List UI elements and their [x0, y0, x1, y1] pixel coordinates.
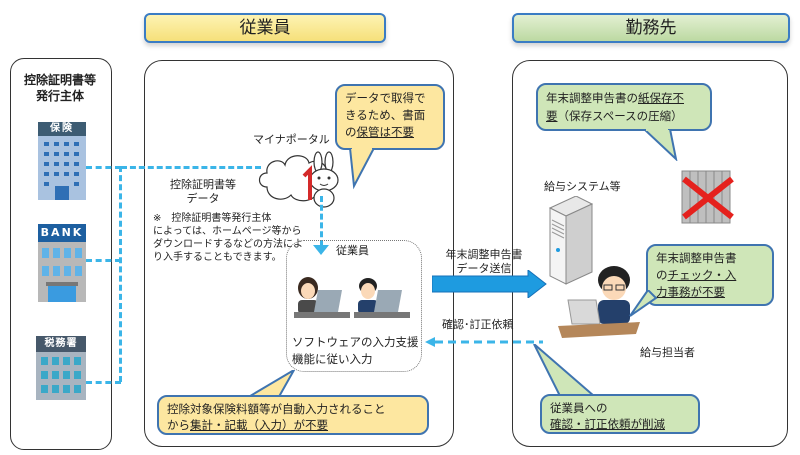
request-reduced-line1: 従業員への	[550, 401, 608, 415]
check-input-unneeded-bubble: 年末調整申告書 のチェック・入 力事務が不要	[646, 244, 774, 306]
note-line4: り入手することもできます。	[153, 252, 282, 263]
request-reduced-line2: 確認・訂正依頼が削減	[550, 417, 665, 431]
work-top-bubble-tail	[642, 129, 678, 161]
request-arrow-icon	[425, 337, 543, 347]
check-bubble-tail	[629, 290, 658, 317]
check-line2-plain: の	[656, 268, 668, 282]
tax-office-sign: 税務署	[36, 336, 86, 352]
employees-group	[286, 240, 422, 372]
request-label: 確認･訂正依頼	[442, 318, 514, 331]
deduction-data-label: 控除証明書等 データ	[158, 178, 248, 206]
employees-label: 従業員	[336, 244, 369, 257]
note-line1: ※ 控除証明書等発行主体	[153, 213, 272, 224]
auto-input-line1: 控除対象保険料額等が自動入力されること	[167, 402, 386, 416]
payroll-staff-at-laptop-icon	[558, 266, 640, 338]
workplace-header: 勤務先	[512, 13, 790, 43]
data-send-arrow-icon	[432, 270, 547, 298]
payroll-system-label: 給与システム等	[544, 180, 621, 193]
software-input-label: ソフトウェアの入力支援 機能に従い入力	[292, 334, 419, 368]
auto-input-line2-underlined: 集計・記載（入力）が不要	[190, 418, 328, 432]
work-top-line1-underlined: 紙保存不	[638, 91, 684, 105]
check-line2-underlined: チェック・入	[667, 268, 737, 282]
paper-storage-unneeded-bubble-workplace: 年末調整申告書の紙保存不 要（保存スペースの圧縮）	[536, 83, 712, 131]
employee-header: 従業員	[144, 13, 386, 43]
bank-building-icon: BANK	[38, 224, 86, 302]
mynaportal-mascot-icon	[302, 151, 339, 208]
workplace-header-label: 勤務先	[625, 18, 677, 38]
work-top-line2: 要（保存スペースの圧縮）	[546, 107, 702, 125]
deduction-data-label-line2: データ	[186, 192, 220, 205]
bubble-top-line3-plain: の	[345, 125, 357, 139]
bank-connector	[86, 259, 121, 262]
note-line3: ダウンロードするなどの方法によ	[153, 239, 303, 250]
work-top-line1: 年末調整申告書の紙保存不	[546, 89, 702, 107]
work-top-line1-plain: 年末調整申告書の	[546, 91, 638, 105]
paper-storage-crossed-icon	[681, 170, 734, 224]
work-top-line2-underlined: 要	[546, 109, 558, 123]
issuer-title-line2: 発行主体	[35, 89, 84, 103]
auto-input-line2: から集計・記載（入力）が不要	[167, 417, 419, 433]
input-label-line2: 機能に従い入力	[292, 352, 373, 366]
bubble-top-line3-underlined: 保管は不要	[356, 125, 415, 139]
issuer-title-line1: 控除証明書等	[23, 73, 96, 87]
insurance-building-icon: 保険	[38, 122, 86, 200]
download-note: ※ 控除証明書等発行主体 によっては、ホームページ等から ダウンロードするなどの…	[153, 212, 303, 264]
check-line3: 力事務が不要	[656, 285, 725, 299]
data-to-portal-connector	[121, 166, 261, 169]
payroll-staff-label: 給与担当者	[640, 346, 695, 359]
data-send-line2: データ送信	[456, 262, 512, 275]
bubble-top-line1: データで取得で	[345, 91, 426, 105]
paper-storage-bubble-tail	[348, 148, 376, 190]
issuer-vertical-connector	[119, 166, 122, 382]
paper-storage-unneeded-bubble: データで取得で きるため、書面 の保管は不要	[335, 84, 445, 150]
payroll-server-icon	[548, 196, 594, 285]
female-employee-at-laptop-icon	[294, 277, 350, 318]
data-send-label: 年末調整申告書 データ送信	[436, 248, 532, 276]
auto-input-line2-plain: から	[167, 418, 190, 432]
request-reduced-bubble-tail	[533, 344, 597, 397]
tax-office-building-icon: 税務署	[36, 336, 86, 400]
work-top-line2-plain: （保存スペースの圧縮）	[557, 109, 683, 123]
check-line1: 年末調整申告書	[656, 251, 737, 265]
bank-sign: BANK	[38, 224, 86, 242]
deduction-data-label-line1: 控除証明書等	[170, 178, 236, 191]
bubble-top-line2: きるため、書面	[345, 108, 426, 122]
male-employee-at-laptop-icon	[354, 278, 410, 318]
insurance-connector	[86, 166, 121, 169]
request-reduced-bubble: 従業員への 確認・訂正依頼が削減	[540, 394, 700, 434]
bubble-top-line3: の保管は不要	[345, 124, 435, 141]
employee-header-label: 従業員	[239, 18, 291, 38]
data-send-line1: 年末調整申告書	[445, 248, 523, 261]
mynaportal-label: マイナポータル	[253, 133, 330, 146]
issuer-panel-title: 控除証明書等 発行主体	[10, 72, 110, 104]
portal-down-arrowhead-icon	[313, 245, 329, 255]
tax-office-connector	[86, 381, 121, 384]
note-line2: によっては、ホームページ等から	[153, 226, 302, 237]
auto-input-bubble: 控除対象保険料額等が自動入力されること から集計・記載（入力）が不要	[157, 395, 429, 435]
mynaportal-cloud-icon	[258, 155, 331, 202]
portal-down-connector	[320, 196, 323, 246]
insurance-sign: 保険	[38, 122, 86, 136]
input-label-line1: ソフトウェアの入力支援	[292, 335, 419, 349]
check-line2: のチェック・入	[656, 267, 764, 284]
